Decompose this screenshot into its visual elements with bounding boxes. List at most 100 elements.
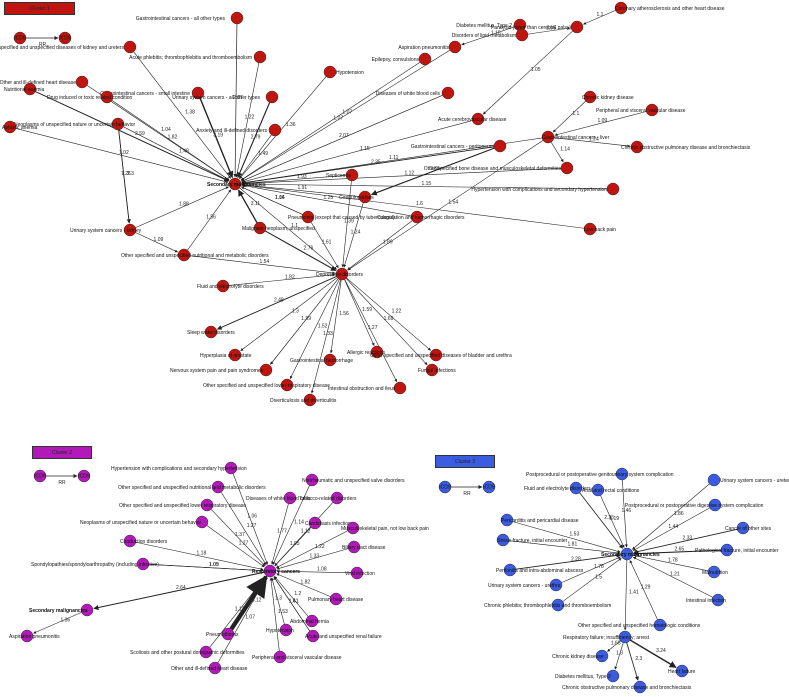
node-circle[interactable]	[211, 480, 225, 494]
node-c2_white_blood[interactable]: Diseases of white blood cells	[246, 491, 311, 505]
node-urinary_other[interactable]: Urinary system cancers - all other types	[172, 90, 279, 104]
node-circle[interactable]	[711, 593, 725, 607]
node-circle[interactable]	[410, 210, 424, 224]
node-circle[interactable]	[308, 516, 322, 530]
node-c3_chronic_kidney[interactable]: Chronic kidney disease	[552, 649, 609, 663]
node-c3_malnutrition[interactable]: Malnutrition	[702, 565, 728, 579]
node-nutritional[interactable]: Nutritional anemia	[4, 82, 45, 96]
node-circle[interactable]	[606, 669, 620, 683]
node-fungal[interactable]: Fungal infections	[418, 363, 456, 377]
node-circle[interactable]	[283, 491, 297, 505]
node-circle[interactable]	[263, 564, 277, 578]
node-circle[interactable]	[345, 168, 359, 182]
node-circle[interactable]	[23, 82, 37, 96]
node-circle[interactable]	[347, 540, 361, 554]
node-circle[interactable]	[191, 86, 205, 100]
node-coagulopathies[interactable]: Coagulopathies	[339, 190, 374, 204]
node-circle[interactable]	[136, 557, 150, 571]
node-gi_liver[interactable]: Gastrointestinal cancers - liver	[541, 130, 610, 144]
node-circle[interactable]	[216, 279, 230, 293]
node-c3_copd[interactable]: Chronic obstructive pulmonary disease an…	[562, 680, 692, 694]
node-hyperplasia[interactable]: Hyperplasia of prostate	[200, 348, 252, 362]
node-malignant[interactable]: Malignant neoplasm, unspecified	[242, 221, 315, 235]
node-c2_scoliosis[interactable]: Scoliosis and other postural dorsopathic…	[130, 645, 245, 659]
node-c3_hematologic[interactable]: Other specified and unspecified hematolo…	[578, 618, 701, 632]
node-circle[interactable]	[305, 614, 319, 628]
node-circle[interactable]	[503, 563, 517, 577]
node-other_bone[interactable]: Other specified bone disease and musculo…	[424, 161, 574, 175]
node-circle[interactable]	[515, 28, 529, 42]
node-circle[interactable]	[280, 378, 294, 392]
node-circle[interactable]	[393, 381, 407, 395]
node-c3_heart_failure[interactable]: Heart failure	[668, 664, 695, 678]
node-c3_peritonitis[interactable]: Peritonitis and intra-abdominal abscess	[496, 563, 584, 577]
node-circle[interactable]	[111, 117, 125, 131]
node-aplastic[interactable]: Aplastic anemia	[2, 120, 38, 134]
node-circle[interactable]	[350, 566, 364, 580]
node-c2_lower_resp[interactable]: Other specified and unspecified lower re…	[119, 498, 246, 512]
node-circle[interactable]	[75, 75, 89, 89]
node-circle[interactable]	[200, 498, 214, 512]
node-kidney_other[interactable]: Other specified and unspecified diseases…	[0, 40, 137, 54]
node-gi_small[interactable]: Gastrointestinal cancers - small intesti…	[100, 86, 205, 100]
node-circle[interactable]	[418, 52, 432, 66]
node-circle[interactable]	[493, 139, 507, 153]
node-c2_musculo[interactable]: Musculoskeletal pain, not low back pain	[341, 521, 429, 535]
node-nutritional_metab[interactable]: Other specified and unspecified nutritio…	[121, 248, 269, 262]
node-aspiration[interactable]: Aspiration pneumonitis	[398, 40, 462, 54]
node-circle[interactable]	[551, 598, 565, 612]
node-circle[interactable]	[305, 473, 319, 487]
node-circle[interactable]	[253, 50, 267, 64]
node-circle[interactable]	[228, 177, 242, 191]
node-copd[interactable]: Chronic obstructive pulmonary disease an…	[621, 140, 751, 154]
node-chronic_kidney[interactable]: Chronic kidney disease	[582, 90, 634, 104]
node-hypotension[interactable]: Hypotension	[323, 65, 364, 79]
node-sleep[interactable]: Sleep wake disorders	[187, 325, 235, 339]
node-circle[interactable]	[329, 592, 343, 606]
node-circle[interactable]	[221, 627, 235, 641]
node-circle[interactable]	[615, 467, 629, 481]
node-circle[interactable]	[429, 348, 443, 362]
node-circle[interactable]	[100, 90, 114, 104]
node-circle[interactable]	[630, 140, 644, 154]
node-pneumonia[interactable]: Pneumonia (except that caused by tubercu…	[288, 210, 395, 224]
node-circle[interactable]	[228, 348, 242, 362]
node-circle[interactable]	[425, 363, 439, 377]
node-c2_viral[interactable]: Viral infection	[345, 566, 375, 580]
node-circle[interactable]	[259, 363, 273, 377]
node-circle[interactable]	[569, 481, 583, 495]
node-depressive[interactable]: Depressive disorders	[316, 267, 363, 281]
node-c2_conduction[interactable]: Conduction disorders	[120, 534, 168, 548]
node-circle[interactable]	[720, 543, 734, 557]
node-diverticulosis[interactable]: Diverticulosis and diverticulitis	[270, 393, 337, 407]
node-circle[interactable]	[633, 680, 647, 694]
node-lower_resp[interactable]: Other specified and unspecified lower re…	[203, 378, 330, 392]
node-c3_stress[interactable]: Stress fracture, initial encounter	[496, 533, 568, 547]
node-c2_respiratory[interactable]: Respiratory cancers	[252, 564, 300, 578]
node-c2_tobacco[interactable]: Tobacco-related disorders	[299, 491, 357, 505]
node-circle[interactable]	[253, 221, 267, 235]
node-c3_pericarditis[interactable]: Pericarditis and pericardial disease	[500, 513, 579, 527]
node-c2_peripheral[interactable]: Peripheral and visceral vascular disease	[252, 650, 342, 664]
node-circle[interactable]	[707, 565, 721, 579]
node-circle[interactable]	[306, 629, 320, 643]
node-circle[interactable]	[199, 645, 213, 659]
node-c3_urinary_ureter[interactable]: Urinary system cancers - ureter and rena…	[707, 473, 789, 487]
node-circle[interactable]	[123, 223, 137, 237]
node-circle[interactable]	[265, 90, 279, 104]
node-other_ill_heart[interactable]: Other and ill-defined heart disease	[0, 75, 89, 89]
node-anxiety[interactable]: Anxiety and ill-defined disorders	[196, 123, 282, 137]
node-c2_pneumothorax[interactable]: Pneumothorax	[206, 627, 239, 641]
node-c2_nutritional[interactable]: Other specified and unspecified nutritio…	[118, 480, 266, 494]
node-circle[interactable]	[595, 649, 609, 663]
node-nervous_pain[interactable]: Nervous system pain and pain syndromes	[170, 363, 273, 377]
node-coagulation[interactable]: Coagulation and hemorrhagic disorders	[377, 210, 465, 224]
node-epilepsy[interactable]: Epilepsy, convulsions	[372, 52, 432, 66]
node-c3_anal[interactable]: Anal and rectal conditions	[582, 483, 640, 497]
node-circle[interactable]	[614, 1, 628, 15]
node-circle[interactable]	[570, 20, 584, 34]
node-circle[interactable]	[591, 483, 605, 497]
node-c2_aspiration[interactable]: Aspiration pneumonitis	[9, 629, 60, 643]
node-circle[interactable]	[195, 515, 209, 529]
node-intestinal[interactable]: Intestinal obstruction and ileus	[328, 381, 407, 395]
